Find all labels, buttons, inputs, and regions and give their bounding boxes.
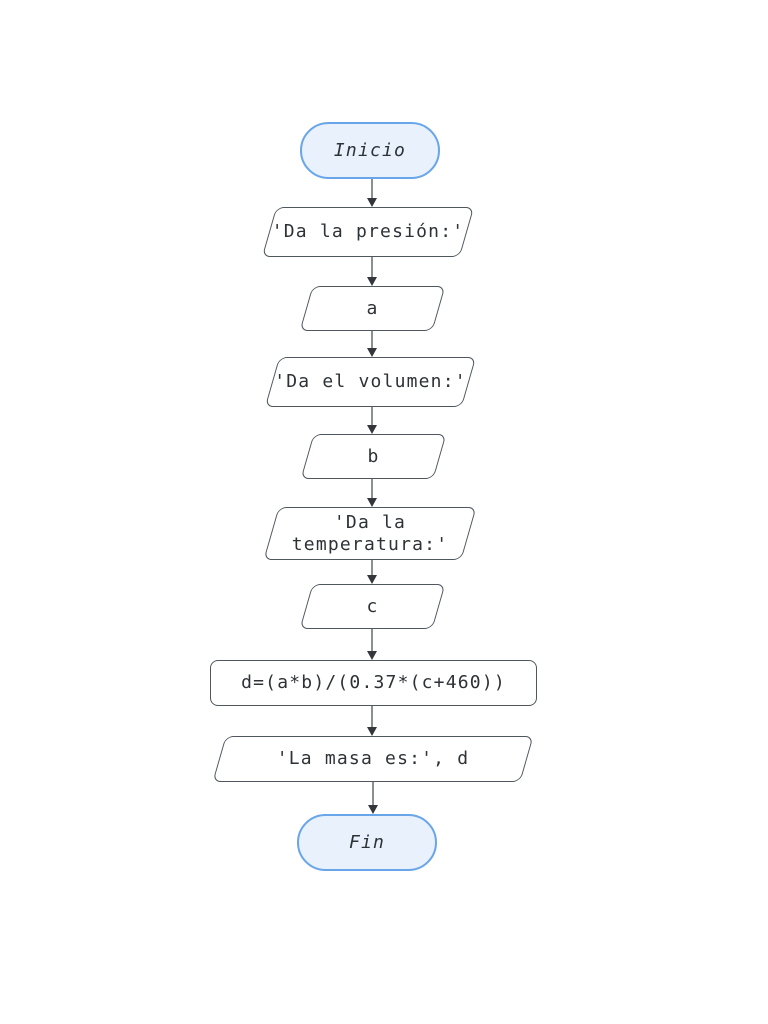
- flow-arrow: [366, 629, 378, 660]
- arrowhead-icon: [367, 498, 377, 507]
- node-label-line-1: 'Da la: [333, 511, 407, 533]
- arrow-line: [371, 629, 373, 653]
- arrow-line: [371, 479, 373, 500]
- node-label: 'Da el volumen:': [274, 371, 467, 392]
- terminal-stadium-shape: [297, 814, 437, 871]
- node-process-formula: d=(a*b)/(0.37*(c+460)): [210, 660, 537, 706]
- flow-arrow: [366, 179, 378, 207]
- arrow-line: [371, 331, 373, 350]
- node-label: a: [366, 297, 379, 319]
- arrow-line: [371, 179, 373, 200]
- arrow-line: [371, 407, 373, 427]
- arrowhead-icon: [368, 805, 378, 814]
- node-label: 'Da la presión:': [271, 221, 465, 242]
- arrow-line: [372, 782, 374, 807]
- node-output-volumen: 'Da el volumen:': [264, 357, 477, 407]
- arrowhead-icon: [367, 198, 377, 207]
- arrow-line: [371, 257, 373, 279]
- node-label: 'Da la temperatura:': [271, 507, 469, 560]
- flow-arrow: [366, 407, 378, 434]
- arrow-line: [371, 560, 373, 577]
- node-input-c: c: [299, 584, 446, 629]
- node-terminal-fin: Fin: [297, 814, 437, 871]
- node-label-line-2: temperatura:': [291, 533, 449, 555]
- node-input-a: a: [299, 286, 446, 331]
- node-output-masa: 'La masa es:', d: [212, 736, 534, 782]
- node-output-temperatura: 'Da la temperatura:': [263, 507, 477, 560]
- node-output-presion: 'Da la presión:': [261, 207, 475, 257]
- flow-arrow: [366, 706, 378, 736]
- flow-arrow: [366, 479, 378, 507]
- process-rectangle-shape: [210, 660, 537, 706]
- arrowhead-icon: [367, 575, 377, 584]
- node-label: 'La masa es:', d: [276, 748, 470, 769]
- node-input-b: b: [300, 434, 447, 479]
- node-label: Fin: [348, 831, 386, 853]
- arrowhead-icon: [367, 277, 377, 286]
- arrowhead-icon: [367, 348, 377, 357]
- arrowhead-icon: [367, 425, 377, 434]
- flow-arrow: [366, 331, 378, 357]
- node-label: d=(a*b)/(0.37*(c+460)): [241, 672, 506, 693]
- arrowhead-icon: [367, 651, 377, 660]
- node-label: c: [366, 595, 379, 617]
- terminal-stadium-shape: [300, 122, 440, 179]
- flow-arrow: [367, 782, 379, 814]
- arrow-line: [371, 706, 373, 729]
- node-label: Inicio: [333, 139, 407, 161]
- node-label: b: [367, 445, 380, 467]
- arrowhead-icon: [367, 727, 377, 736]
- flow-arrow: [366, 560, 378, 584]
- node-terminal-inicio: Inicio: [300, 122, 440, 179]
- flow-arrow: [366, 257, 378, 286]
